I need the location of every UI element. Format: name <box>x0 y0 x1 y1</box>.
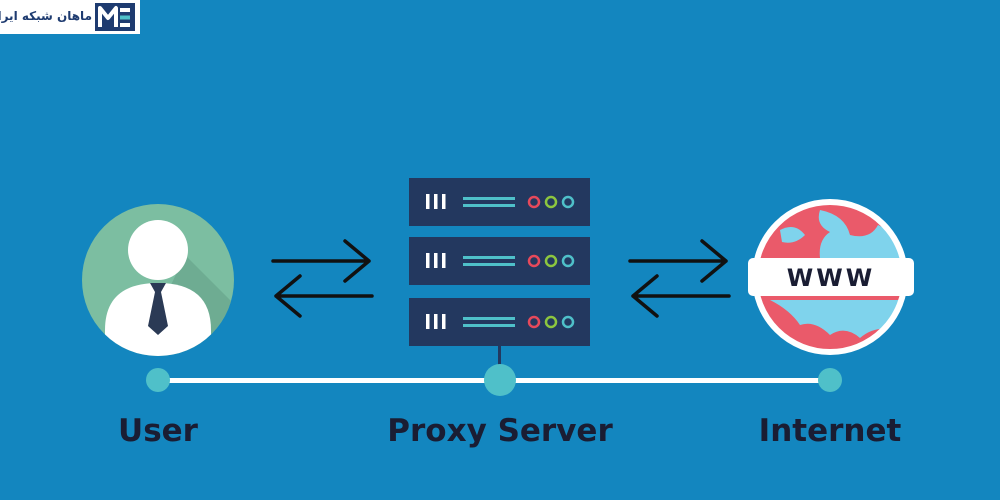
server-unit <box>409 298 590 346</box>
m-letter-logo-icon <box>95 3 135 31</box>
server-unit <box>409 237 590 285</box>
globe-www-icon: WWW <box>748 199 914 355</box>
server-rack-icon <box>409 178 590 365</box>
proxy-server-label: Proxy Server <box>387 413 613 449</box>
user-avatar-icon <box>82 204 234 356</box>
server-unit <box>409 178 590 226</box>
user-proxy-arrows <box>271 239 374 318</box>
brand-logo: ماهان شبکه ایرانیان <box>0 0 140 34</box>
node-dot-user <box>146 368 170 392</box>
internet-label: Internet <box>758 413 902 449</box>
node-dot-proxy <box>484 364 516 396</box>
node-dot-internet <box>818 368 842 392</box>
brand-name: ماهان شبکه ایرانیان <box>0 9 92 23</box>
user-label: User <box>118 413 198 449</box>
connector-line <box>146 364 842 396</box>
proxy-internet-arrows <box>628 239 731 318</box>
www-badge: WWW <box>787 264 875 292</box>
